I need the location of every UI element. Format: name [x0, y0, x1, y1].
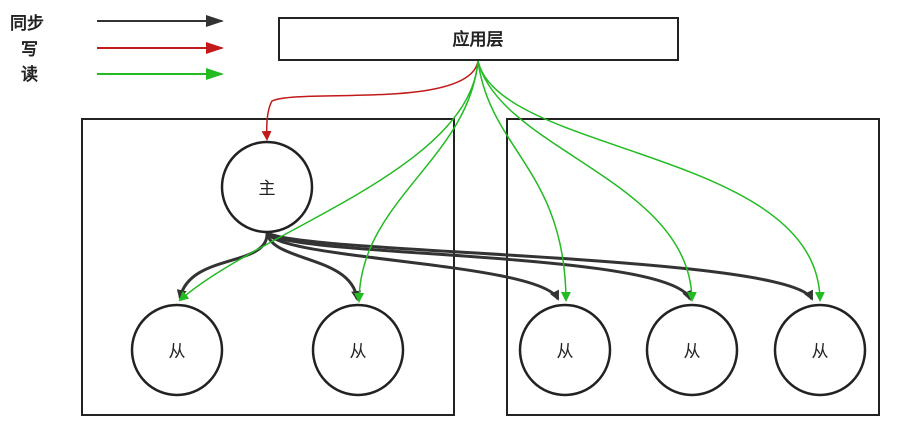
- sync-arrows: [176, 230, 814, 301]
- master-node: 主: [220, 140, 314, 234]
- read-arrow-slave-5: [477, 60, 825, 302]
- slave-node-2: 从: [311, 303, 405, 397]
- app-layer-box: 应用层: [278, 17, 679, 61]
- slave-node-1: 从: [130, 303, 224, 397]
- sync-arrow-slave-4: [265, 230, 692, 301]
- slave-node-3: 从: [518, 303, 612, 397]
- legend: 同步 写 读: [10, 13, 224, 85]
- read-arrow-slave-3: [477, 60, 571, 302]
- slave-label: 从: [557, 342, 574, 362]
- group-box-right: [506, 118, 880, 416]
- app-layer-label: 应用层: [453, 29, 504, 50]
- slave-label: 从: [350, 342, 367, 362]
- slave-node-5: 从: [773, 303, 867, 397]
- sync-arrow-slave-1: [176, 231, 269, 300]
- slave-label: 从: [812, 342, 829, 362]
- legend-read-label: 读: [21, 64, 38, 85]
- read-arrows: [178, 60, 825, 303]
- legend-sync-label: 同步: [10, 13, 44, 34]
- read-arrow-slave-2: [354, 60, 479, 303]
- sync-arrow-slave-5: [265, 230, 814, 301]
- write-arrow-master: [261, 60, 479, 141]
- read-arrow-slave-1: [178, 60, 479, 302]
- master-label: 主: [259, 179, 276, 199]
- sync-arrow-slave-3: [265, 231, 560, 301]
- slave-label: 从: [169, 342, 186, 362]
- slave-node-4: 从: [645, 303, 739, 397]
- slave-label: 从: [684, 342, 701, 362]
- legend-write-label: 写: [21, 40, 38, 60]
- read-arrow-slave-4: [477, 60, 697, 302]
- sync-arrow-slave-2: [265, 231, 362, 301]
